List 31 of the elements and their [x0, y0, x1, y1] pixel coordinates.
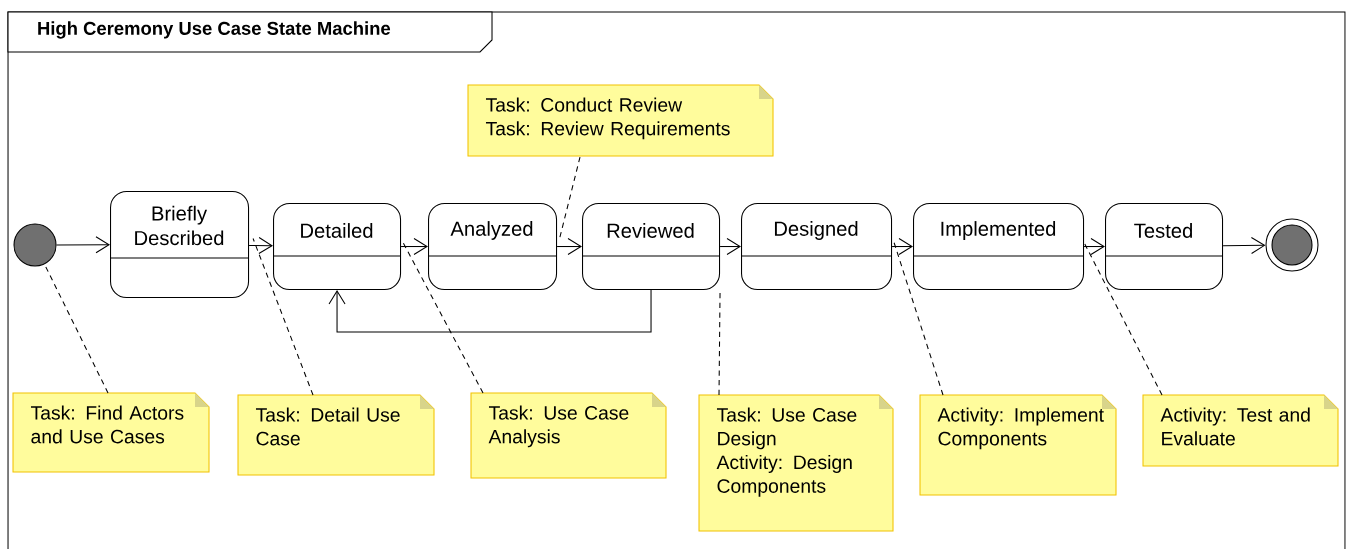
state-box: Reviewed: [581, 203, 721, 291]
transition-arrow: [328, 289, 652, 333]
leader-line: [1083, 242, 1163, 396]
transition-arrow: [891, 238, 913, 256]
state-box: Briefly Described: [109, 191, 250, 299]
note: Task: Use Case Analysis: [470, 392, 667, 479]
leader-line: [44, 263, 109, 394]
transition-arrow: [56, 236, 110, 254]
transition-arrow: [248, 237, 273, 255]
transition-arrow: [1083, 238, 1105, 256]
note: Task: Find Actors and Use Cases: [12, 392, 210, 473]
note: Task: Detail Use Case: [237, 394, 435, 476]
title-tab: High Ceremony Use Case State Machine: [7, 11, 493, 53]
final-state: [1265, 218, 1319, 272]
note: Activity: Implement Components: [919, 394, 1117, 496]
note: Task: Conduct Review Task: Review Requirements: [467, 84, 774, 157]
note: Task: Use Case Design Activity: Design Components: [698, 394, 894, 532]
state-box: Tested: [1104, 203, 1224, 291]
leader-line: [252, 238, 314, 396]
transition-arrow: [719, 238, 741, 256]
state-box: Designed: [740, 203, 893, 291]
state-box: Detailed: [272, 203, 402, 291]
transition-arrow: [556, 238, 582, 256]
initial-state: [13, 223, 57, 267]
note: Activity: Test and Evaluate: [1142, 394, 1339, 467]
transition-arrow: [1222, 236, 1266, 254]
leader-line: [893, 242, 944, 396]
transition-arrow: [400, 238, 428, 256]
leader-line: [402, 242, 484, 394]
state-box: Implemented: [912, 203, 1085, 291]
state-box: Analyzed: [427, 203, 558, 291]
